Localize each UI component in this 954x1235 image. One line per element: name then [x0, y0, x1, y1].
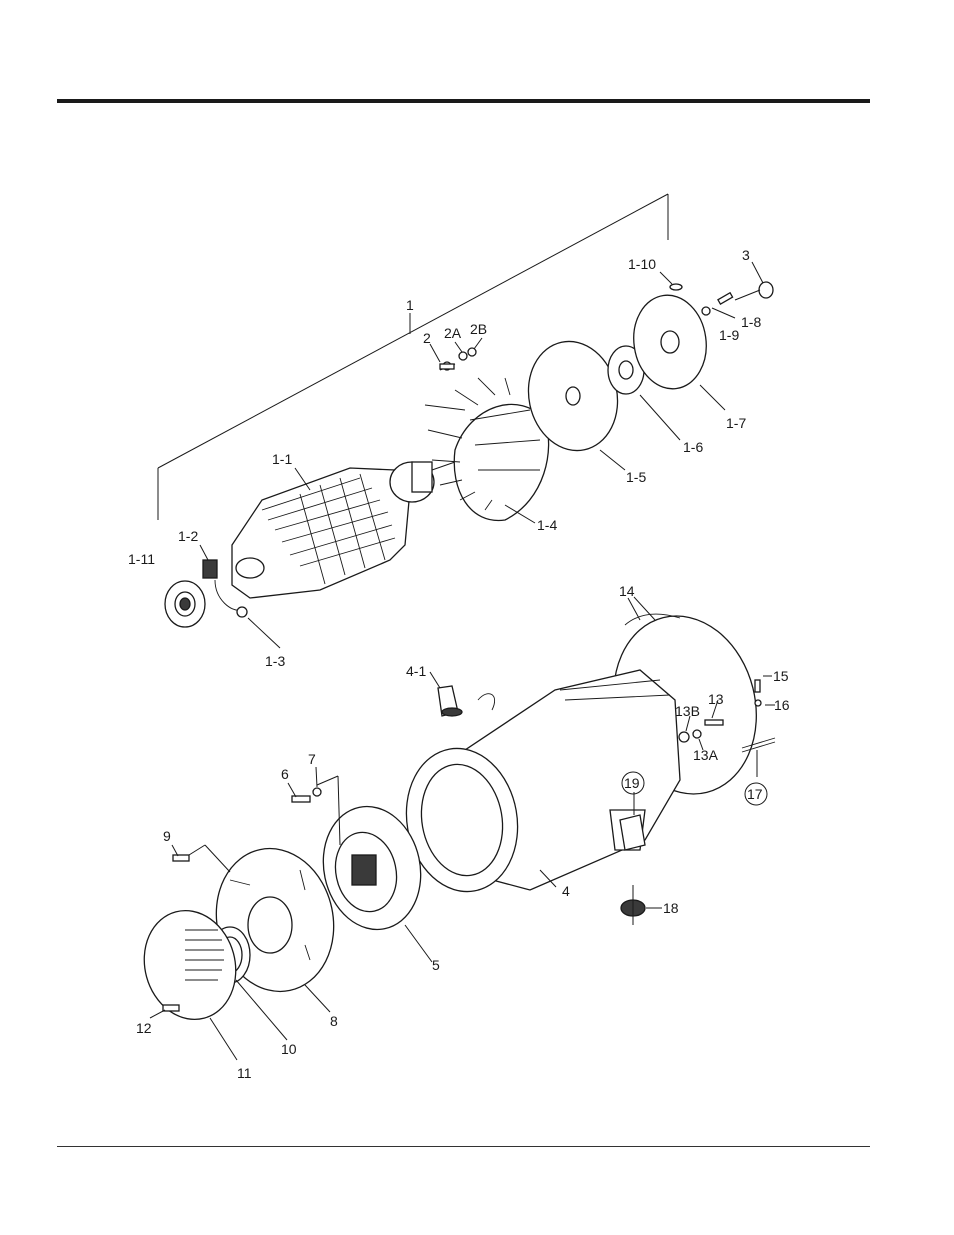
label-1-9: 1-9 — [719, 327, 739, 343]
label-4-1: 4-1 — [406, 663, 426, 679]
label-10: 10 — [281, 1041, 297, 1057]
label-1: 1 — [406, 297, 414, 313]
label-12: 12 — [136, 1020, 152, 1036]
mount-18 — [621, 885, 645, 925]
label-13: 13 — [708, 691, 724, 707]
bolt-1-8 — [718, 293, 733, 304]
label-4: 4 — [562, 883, 570, 899]
label-2A: 2A — [444, 325, 462, 341]
label-1-11: 1-11 — [128, 551, 155, 567]
label-16: 16 — [774, 697, 790, 713]
label-17: 17 — [747, 786, 763, 802]
label-14: 14 — [619, 583, 635, 599]
label-9: 9 — [163, 828, 171, 844]
label-13A: 13A — [693, 747, 719, 763]
label-1-8: 1-8 — [741, 314, 761, 330]
key-1-10 — [670, 284, 682, 290]
cap-3 — [759, 282, 773, 298]
label-6: 6 — [281, 766, 289, 782]
part-1-2 — [203, 560, 217, 578]
parts-2-2A-2B — [440, 348, 476, 369]
screw-15 — [755, 680, 760, 692]
label-1-7: 1-7 — [726, 415, 746, 431]
label-11: 11 — [237, 1065, 252, 1081]
label-1-4: 1-4 — [537, 517, 557, 533]
label-7: 7 — [308, 751, 316, 767]
label-1-10: 1-10 — [628, 256, 656, 272]
label-1-3: 1-3 — [265, 653, 285, 669]
label-1-1: 1-1 — [272, 451, 292, 467]
nut-7 — [313, 788, 321, 796]
label-8: 8 — [330, 1013, 338, 1029]
label-15: 15 — [773, 668, 789, 684]
label-1-2: 1-2 — [178, 528, 198, 544]
label-1-5: 1-5 — [626, 469, 646, 485]
washer-1-9 — [702, 307, 710, 315]
label-13B: 13B — [675, 703, 700, 719]
label-19: 19 — [624, 775, 640, 791]
bolt-6 — [292, 796, 310, 802]
bolt-9 — [173, 855, 189, 861]
label-18: 18 — [663, 900, 679, 916]
bearing-1-11 — [165, 581, 205, 627]
label-1-6: 1-6 — [683, 439, 703, 455]
label-2B: 2B — [470, 321, 487, 337]
label-5: 5 — [432, 957, 440, 973]
rotor-armature — [232, 462, 455, 598]
terminal-4-1 — [438, 686, 495, 716]
label-3: 3 — [742, 247, 750, 263]
washer-16 — [755, 700, 761, 706]
bracket-19 — [620, 815, 645, 850]
label-2: 2 — [423, 330, 431, 346]
bolt-12 — [163, 1005, 179, 1011]
